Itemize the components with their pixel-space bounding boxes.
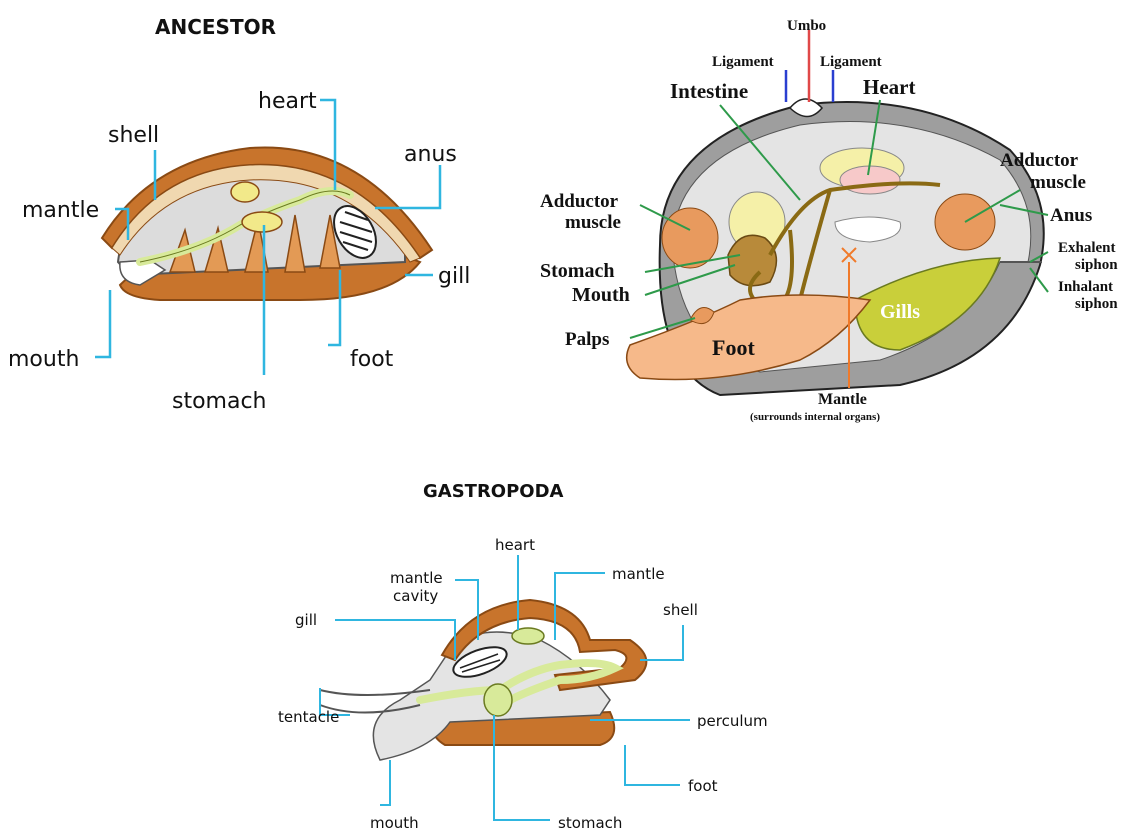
ancestor-diagram: ANCESTOR: [8, 15, 470, 414]
bivalve-label-stomach: Stomach: [540, 260, 614, 282]
bivalve-label-mantle-note: (surrounds internal organs): [750, 411, 880, 423]
gastropoda-diagram: GASTROPODA: [278, 481, 768, 832]
bivalve-diagram: Umbo Ligament Ligament Intestine Heart A…: [540, 18, 1118, 423]
bivalve-label-exhalent-1: Exhalent: [1058, 240, 1116, 256]
ancestor-stomach: [242, 212, 282, 232]
gastropoda-stomach: [484, 684, 512, 716]
gastropoda-label-tentacle: tentacle: [278, 708, 339, 726]
gastropoda-label-gill: gill: [295, 611, 317, 629]
gastropoda-label-mantle: mantle: [612, 565, 665, 583]
bivalve-label-gills: Gills: [880, 301, 920, 323]
gastropoda-label-mantle-cavity-2: cavity: [393, 587, 438, 605]
gastropoda-label-shell: shell: [663, 601, 698, 619]
ancestor-label-anus: anus: [404, 142, 457, 167]
gastropoda-label-perculum: perculum: [697, 712, 768, 730]
bivalve-label-heart: Heart: [863, 75, 915, 99]
bivalve-label-palps: Palps: [565, 329, 609, 350]
gastropoda-label-mouth: mouth: [370, 814, 419, 832]
ancestor-heart: [231, 182, 259, 202]
bivalve-adductor-left: [662, 208, 718, 268]
bivalve-label-adductor-left-1: Adductor: [540, 191, 619, 212]
bivalve-heart-inner: [840, 166, 900, 194]
ancestor-title: ANCESTOR: [155, 15, 276, 39]
bivalve-label-foot: Foot: [712, 335, 755, 360]
bivalve-label-exhalent-2: siphon: [1075, 257, 1118, 273]
bivalve-label-anus: Anus: [1050, 205, 1092, 226]
bivalve-label-inhalant-2: siphon: [1075, 296, 1118, 312]
gastropoda-label-heart: heart: [495, 536, 535, 554]
bivalve-label-intestine: Intestine: [670, 79, 748, 103]
bivalve-label-mouth: Mouth: [572, 284, 630, 306]
ancestor-label-mantle: mantle: [22, 198, 99, 223]
bivalve-label-adductor-right-1: Adductor: [1000, 150, 1079, 171]
ancestor-label-shell: shell: [108, 123, 159, 148]
ancestor-label-gill: gill: [438, 264, 470, 289]
ancestor-label-heart: heart: [258, 89, 317, 114]
gastropoda-title: GASTROPODA: [423, 481, 564, 502]
bivalve-label-ligament-left: Ligament: [712, 54, 774, 70]
bivalve-label-adductor-left-2: muscle: [565, 212, 621, 233]
bivalve-label-mantle: Mantle: [818, 391, 867, 408]
ancestor-label-foot: foot: [350, 347, 394, 372]
bivalve-label-ligament-right: Ligament: [820, 54, 882, 70]
bivalve-label-umbo: Umbo: [787, 18, 826, 34]
ancestor-label-mouth: mouth: [8, 347, 79, 372]
gastropoda-heart: [512, 628, 544, 644]
gastropoda-label-foot: foot: [688, 777, 718, 795]
ancestor-label-stomach: stomach: [172, 389, 267, 414]
gastropoda-label-stomach: stomach: [558, 814, 622, 832]
gastropoda-label-mantle-cavity-1: mantle: [390, 569, 443, 587]
bivalve-label-inhalant-1: Inhalant: [1058, 279, 1113, 295]
bivalve-label-adductor-right-2: muscle: [1030, 172, 1086, 193]
